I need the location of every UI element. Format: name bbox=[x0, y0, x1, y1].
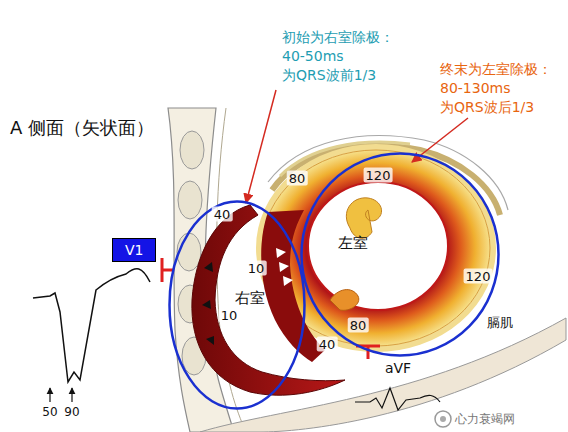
lead-label: aVF bbox=[385, 360, 411, 376]
node-label: 右室 bbox=[235, 289, 265, 307]
time-label: 50 bbox=[42, 405, 57, 419]
rib-section bbox=[180, 131, 204, 169]
callout-number: 120 bbox=[364, 168, 393, 183]
region-ellipse: 左室 bbox=[300, 152, 500, 357]
ellipse-outline bbox=[170, 202, 305, 409]
ecg-waveform bbox=[33, 269, 150, 382]
leader-arrow bbox=[246, 90, 276, 203]
node-label: V1 bbox=[125, 241, 143, 259]
region-ellipse: 右室 bbox=[168, 200, 306, 410]
depolarization-arrow bbox=[283, 276, 293, 286]
rib-section bbox=[178, 181, 202, 219]
time-arrow bbox=[49, 388, 50, 402]
depolarization-arrow bbox=[204, 262, 213, 272]
time-arrow bbox=[71, 388, 72, 402]
depolarization-arrow bbox=[202, 300, 211, 309]
callout-number: 120 bbox=[464, 269, 493, 284]
ecg-waveform bbox=[355, 388, 440, 410]
time-label: 90 bbox=[64, 405, 79, 419]
callout-number: 40 bbox=[317, 337, 338, 352]
rib-section bbox=[177, 233, 201, 271]
ellipse-outline bbox=[302, 154, 499, 356]
node-label: 左室 bbox=[338, 234, 368, 252]
callout-number: 10 bbox=[246, 261, 267, 276]
depolarization-arrow bbox=[279, 262, 289, 272]
right-ventricle-wall bbox=[192, 205, 345, 395]
figure-title: A 侧面（矢状面） bbox=[10, 116, 154, 140]
callout-number: 10 bbox=[219, 308, 240, 323]
watermark: 心力衰竭网 bbox=[455, 411, 515, 428]
callout-note: 初始为右室除极： 40-50ms 为QRS波前1/3 bbox=[282, 28, 394, 85]
anatomy-label: 膈肌 bbox=[485, 315, 515, 330]
interventricular-septum bbox=[261, 210, 325, 362]
callout-note: 终末为左室除极： 80-130ms 为QRS波后1/3 bbox=[440, 60, 552, 117]
left-ventricle-cavity bbox=[308, 182, 448, 310]
papillary-muscle bbox=[346, 198, 381, 239]
watermark-icon bbox=[435, 411, 451, 427]
watermark-icon bbox=[440, 416, 446, 422]
callout-number: 80 bbox=[348, 318, 369, 333]
ellipse-outline bbox=[300, 152, 500, 357]
depolarization-arrow bbox=[276, 248, 286, 258]
papillary-muscle bbox=[330, 290, 359, 311]
callout-number: 40 bbox=[212, 207, 233, 222]
lead-box: V1 bbox=[112, 238, 156, 262]
diaphragm bbox=[200, 318, 566, 432]
depolarization-arrow bbox=[206, 336, 214, 345]
callout-number: 80 bbox=[287, 171, 308, 186]
